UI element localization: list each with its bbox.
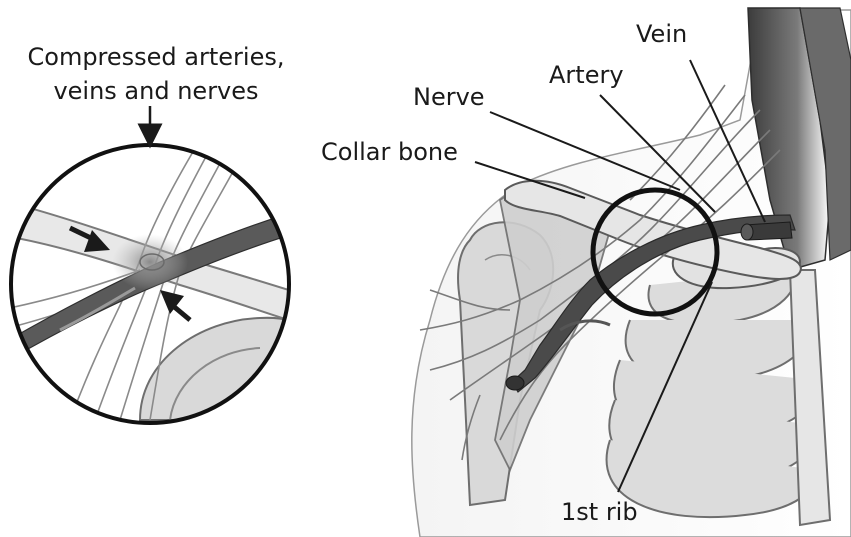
artery-label: Artery: [549, 63, 624, 87]
first-rib-label: 1st rib: [561, 500, 638, 524]
compressed-label-line1: Compressed arteries,: [6, 40, 306, 74]
compressed-label-line2: veins and nerves: [6, 74, 306, 108]
collar-bone-label: Collar bone: [321, 140, 458, 164]
inset-magnified-view: [0, 140, 320, 423]
compressed-structures-label: Compressed arteries, veins and nerves: [6, 40, 306, 108]
vein-label: Vein: [636, 22, 687, 46]
nerve-label: Nerve: [413, 85, 485, 109]
